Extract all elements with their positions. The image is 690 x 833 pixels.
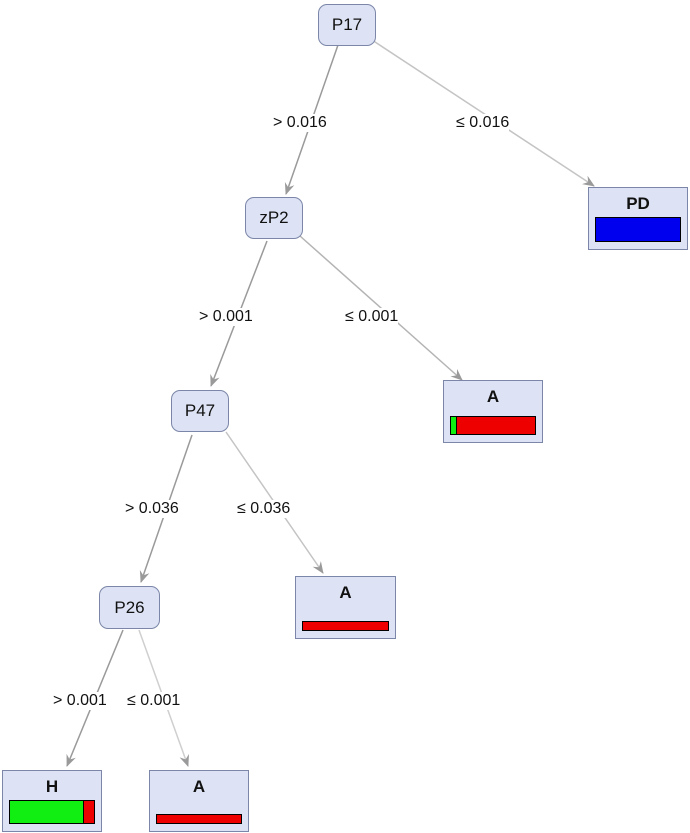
edge-label-p26-a3: ≤ 0.001 [127,692,181,710]
node-zp2-label: zP2 [259,208,289,227]
node-p17[interactable]: P17 [318,4,376,46]
leaf-h[interactable]: H [2,770,102,832]
leaf-a3[interactable]: A [149,770,249,832]
leaf-a2-label: A [339,583,352,602]
leaf-pd-label: PD [626,194,650,213]
edge-p17-pd [371,39,595,187]
leaf-pd[interactable]: PD [588,187,688,250]
edge-label-p17-zp2: > 0.016 [273,114,327,132]
leaf-a3-label: A [192,777,206,796]
edge-label-zp2-a1: ≤ 0.001 [345,308,399,326]
leaf-a3-segment-a [157,815,241,823]
leaf-a2[interactable]: A [295,576,396,639]
edge-label-zp2-p47: > 0.001 [199,308,253,326]
edge-label-p47-p26: > 0.036 [125,500,179,518]
leaf-a1-segment-a [455,417,535,434]
edge-label-p17-pd: ≤ 0.016 [456,114,510,132]
leaf-a2-segment-a [303,622,388,630]
leaf-h-label: H [45,777,59,796]
leaf-h-segment-a [83,801,94,823]
node-p26[interactable]: P26 [99,586,160,629]
leaf-a1-distribution-bar [450,416,536,435]
edge-label-p47-a2: ≤ 0.036 [237,500,291,518]
leaf-h-distribution-bar [9,800,95,824]
leaf-pd-distribution-bar [595,217,681,242]
edge-label-p26-h: > 0.001 [53,692,107,710]
leaf-a1-label: A [486,387,500,406]
node-p17-label: P17 [331,15,363,34]
leaf-a3-distribution-bar [156,814,242,824]
node-zp2[interactable]: zP2 [245,197,303,239]
node-p47[interactable]: P47 [171,390,229,432]
leaf-a1-segment-h [451,417,456,434]
node-p26-label: P26 [114,597,145,617]
leaf-pd-segment-pd [596,218,680,241]
node-p47-label: P47 [184,401,216,420]
leaf-a1[interactable]: A [443,380,543,443]
leaf-a2-distribution-bar [302,621,389,631]
leaf-h-segment-h [10,801,84,823]
